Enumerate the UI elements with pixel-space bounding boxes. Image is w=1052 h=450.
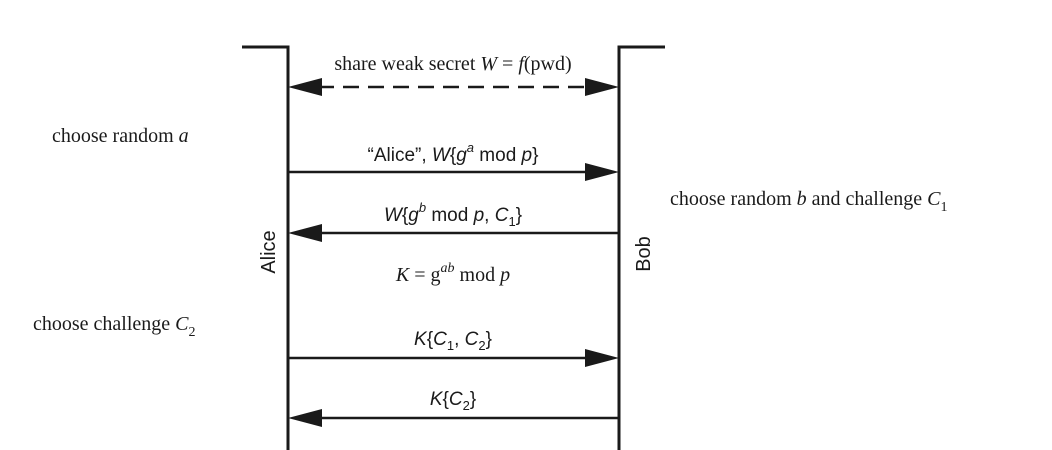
bob-random-note: choose random b and challenge C1 bbox=[670, 188, 947, 215]
bob-actor-label: Bob bbox=[633, 236, 655, 272]
alice-lifeline bbox=[242, 45, 290, 450]
derived-key-label: K = gab mod p bbox=[395, 261, 510, 286]
alice-challenge-note: choose challenge C2 bbox=[33, 313, 196, 340]
message-4-arrow bbox=[288, 409, 619, 427]
message-4-label: K{C2} bbox=[430, 389, 476, 413]
alice-random-note: choose random a bbox=[52, 125, 189, 147]
shared-secret-label: share weak secret W = f(pwd) bbox=[334, 53, 571, 75]
message-2-label: W{gb mod p, C1} bbox=[384, 200, 522, 229]
shared-secret-arrow bbox=[288, 78, 619, 96]
message-3-arrow bbox=[288, 349, 619, 367]
message-2-arrow bbox=[288, 224, 619, 242]
message-3-label: K{C1, C2} bbox=[414, 329, 492, 353]
message-1-arrow bbox=[288, 163, 619, 181]
message-1-label: “Alice”, W{ga mod p} bbox=[368, 140, 539, 166]
bob-lifeline bbox=[617, 45, 665, 450]
alice-actor-label: Alice bbox=[258, 230, 280, 273]
